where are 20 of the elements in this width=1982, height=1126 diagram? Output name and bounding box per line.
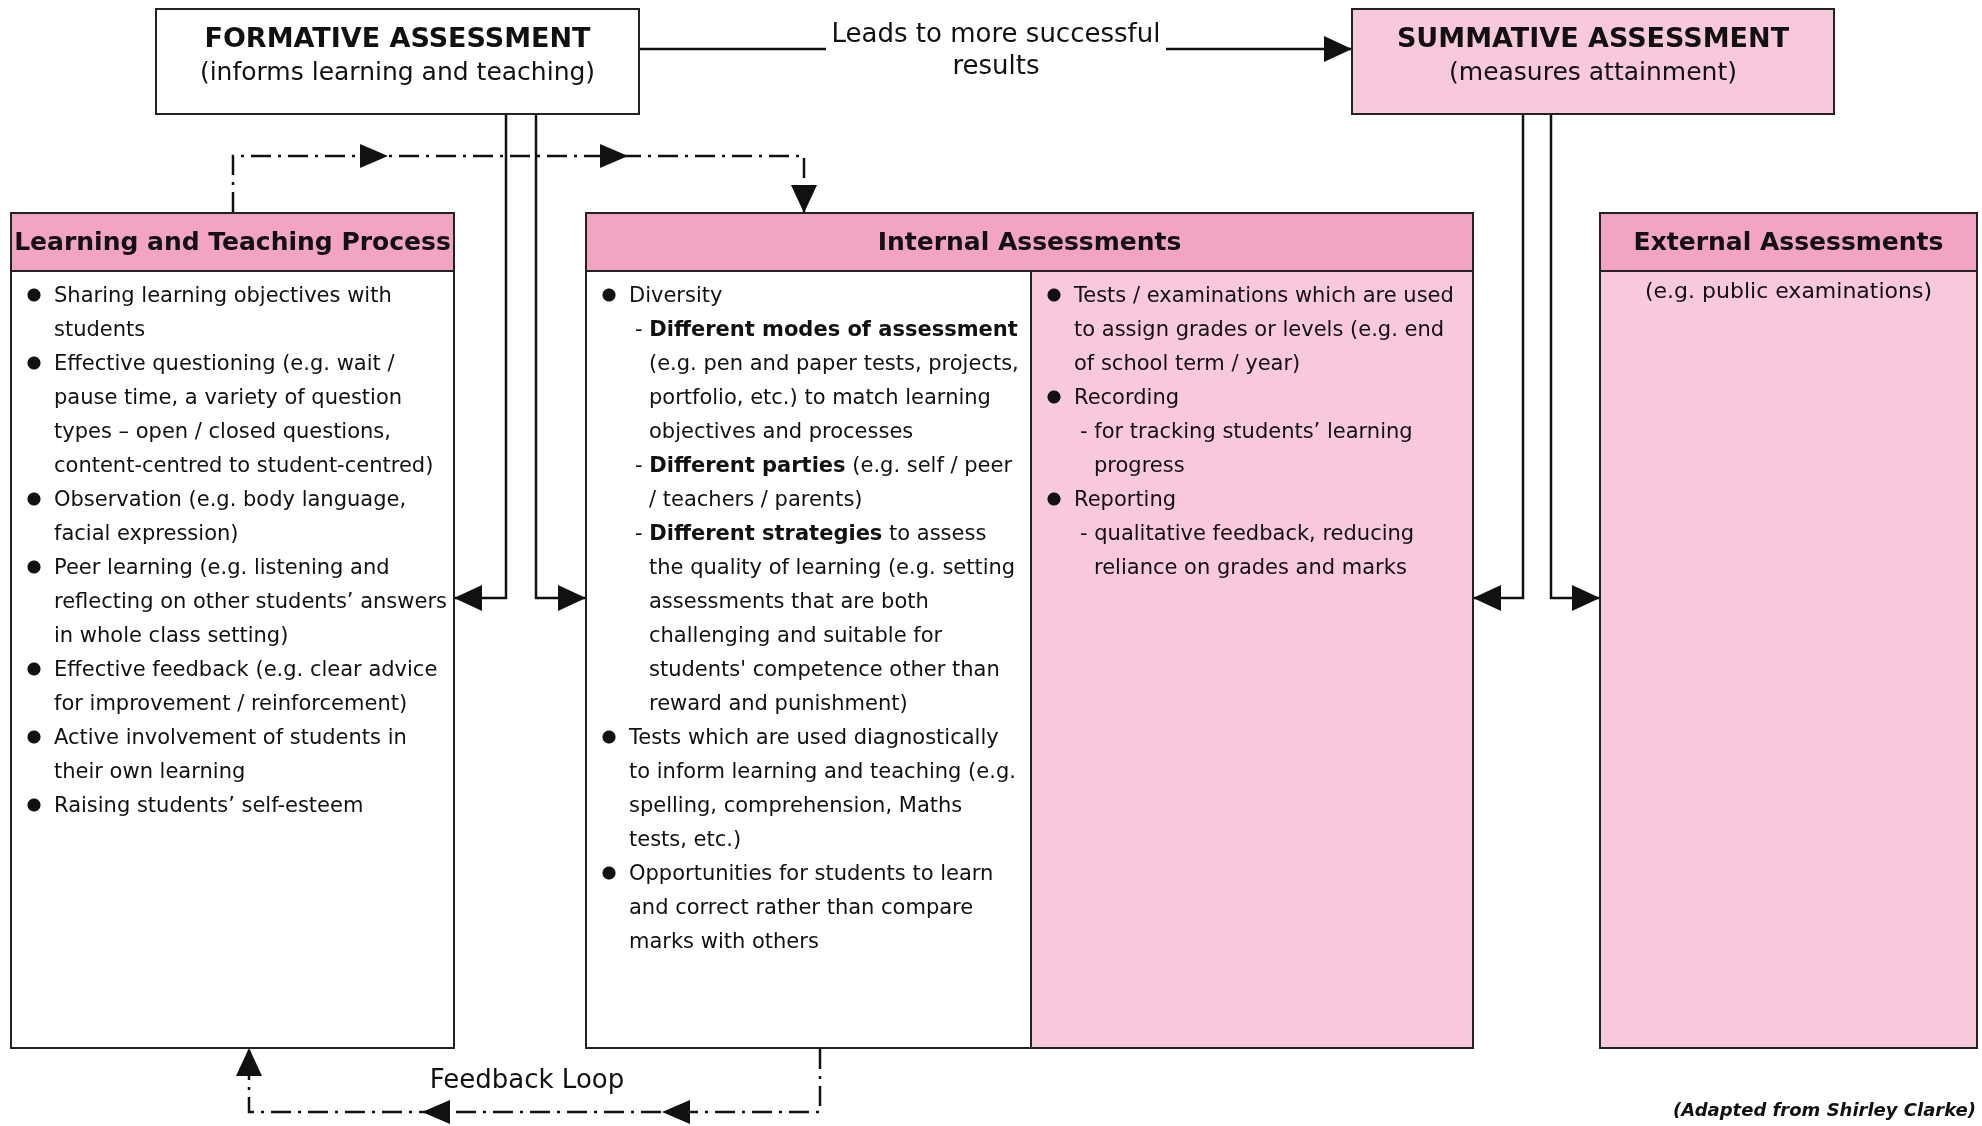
panel-header: External Assessments xyxy=(1601,214,1976,272)
panel-column xyxy=(1030,272,1472,1047)
panel-note: (e.g. public examinations) xyxy=(1643,277,1934,305)
assessment-panel xyxy=(1599,212,1978,1049)
panel-header: Internal Assessments xyxy=(587,214,1472,272)
assessment-box xyxy=(1351,8,1835,115)
box-subtitle: (informs learning and teaching) xyxy=(198,57,597,86)
sub-item: - Different parties (e.g. self / peer / teachers / parents) xyxy=(634,452,1014,513)
box-title: FORMATIVE ASSESSMENT xyxy=(203,22,592,53)
caption: (Adapted from Shirley Clarke) xyxy=(1673,1099,1976,1120)
sub-item: - qualitative feedback, reducing reliance on grades and marks xyxy=(1079,520,1416,581)
assessment-box xyxy=(155,8,640,115)
assessment-panel xyxy=(10,212,455,1049)
sub-item: - Different modes of assessment (e.g. pen and paper tests, projects, portfolio, etc.) to match learning objectives and processes xyxy=(634,316,1020,445)
assessment-panel xyxy=(585,212,1474,1049)
panel-header: Learning and Teaching Process xyxy=(12,214,453,272)
box-title: SUMMATIVE ASSESSMENT xyxy=(1395,22,1791,53)
sub-item: - Different strategies to assess the quality of learning (e.g. setting assessments that are both challenging and suitable for students' competence other than reward and punishment) xyxy=(634,520,1017,717)
sub-item: - for tracking students’ learning progress xyxy=(1079,418,1414,479)
box-subtitle: (measures attainment) xyxy=(1448,57,1738,86)
